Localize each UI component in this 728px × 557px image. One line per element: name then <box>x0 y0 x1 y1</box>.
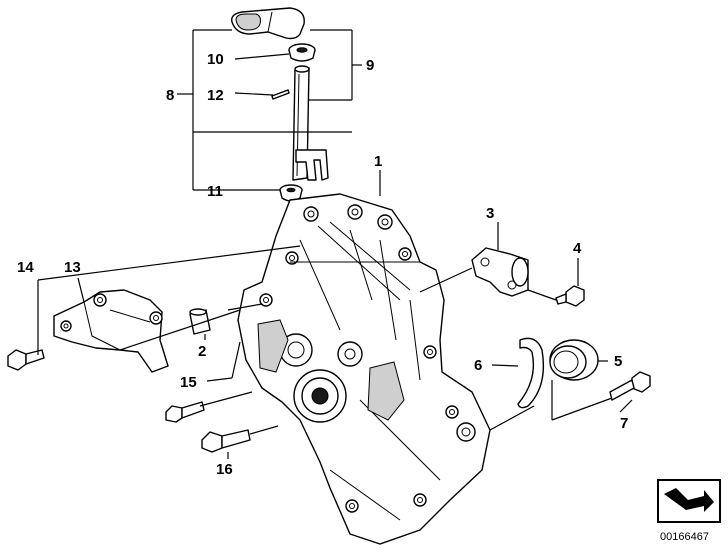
bolt-16 <box>201 429 251 453</box>
callout-13: 13 <box>64 259 81 276</box>
diagram-reference-number: 00166467 <box>660 531 709 543</box>
callout-8: 8 <box>166 87 174 104</box>
housing-internal-detail <box>257 319 476 442</box>
bushing-10 <box>288 43 316 62</box>
shift-rod-assembly <box>177 7 362 202</box>
shift-fork <box>295 149 329 181</box>
callout-9: 9 <box>366 57 374 74</box>
bolt-4 <box>555 285 585 307</box>
housing-bolt-bosses <box>259 204 459 513</box>
seal-5 <box>549 339 599 381</box>
circlip-6 <box>517 337 545 409</box>
callout-5: 5 <box>614 353 622 370</box>
callout-14: 14 <box>17 259 34 276</box>
sleeve-2 <box>189 308 211 335</box>
callout-11: 11 <box>207 183 223 200</box>
bolt-14 <box>7 349 45 371</box>
callout-3: 3 <box>486 205 494 222</box>
callout-7: 7 <box>620 415 628 432</box>
bolt-7 <box>609 371 651 401</box>
callout-12: 12 <box>207 87 224 104</box>
transmission-housing <box>237 193 491 545</box>
callout-15: 15 <box>180 374 197 391</box>
selector-finger <box>231 7 305 40</box>
callout-labels: 1 2 3 4 5 6 7 8 9 10 11 12 13 14 15 16 <box>17 51 628 478</box>
callout-6: 6 <box>474 357 482 374</box>
callout-2: 2 <box>198 343 206 360</box>
assembly-bracket <box>177 29 362 191</box>
callout-1: 1 <box>374 153 382 170</box>
callout-16: 16 <box>216 461 233 478</box>
bolt-15 <box>165 401 205 423</box>
pin-12 <box>271 89 290 100</box>
callout-4: 4 <box>573 240 582 257</box>
bent-arrow-logo-icon <box>657 479 721 523</box>
housing-ribs <box>290 221 441 521</box>
support-bracket-13 <box>53 289 169 373</box>
cover-3 <box>471 247 529 297</box>
callout-10: 10 <box>207 51 224 68</box>
leader-lines <box>37 170 633 459</box>
